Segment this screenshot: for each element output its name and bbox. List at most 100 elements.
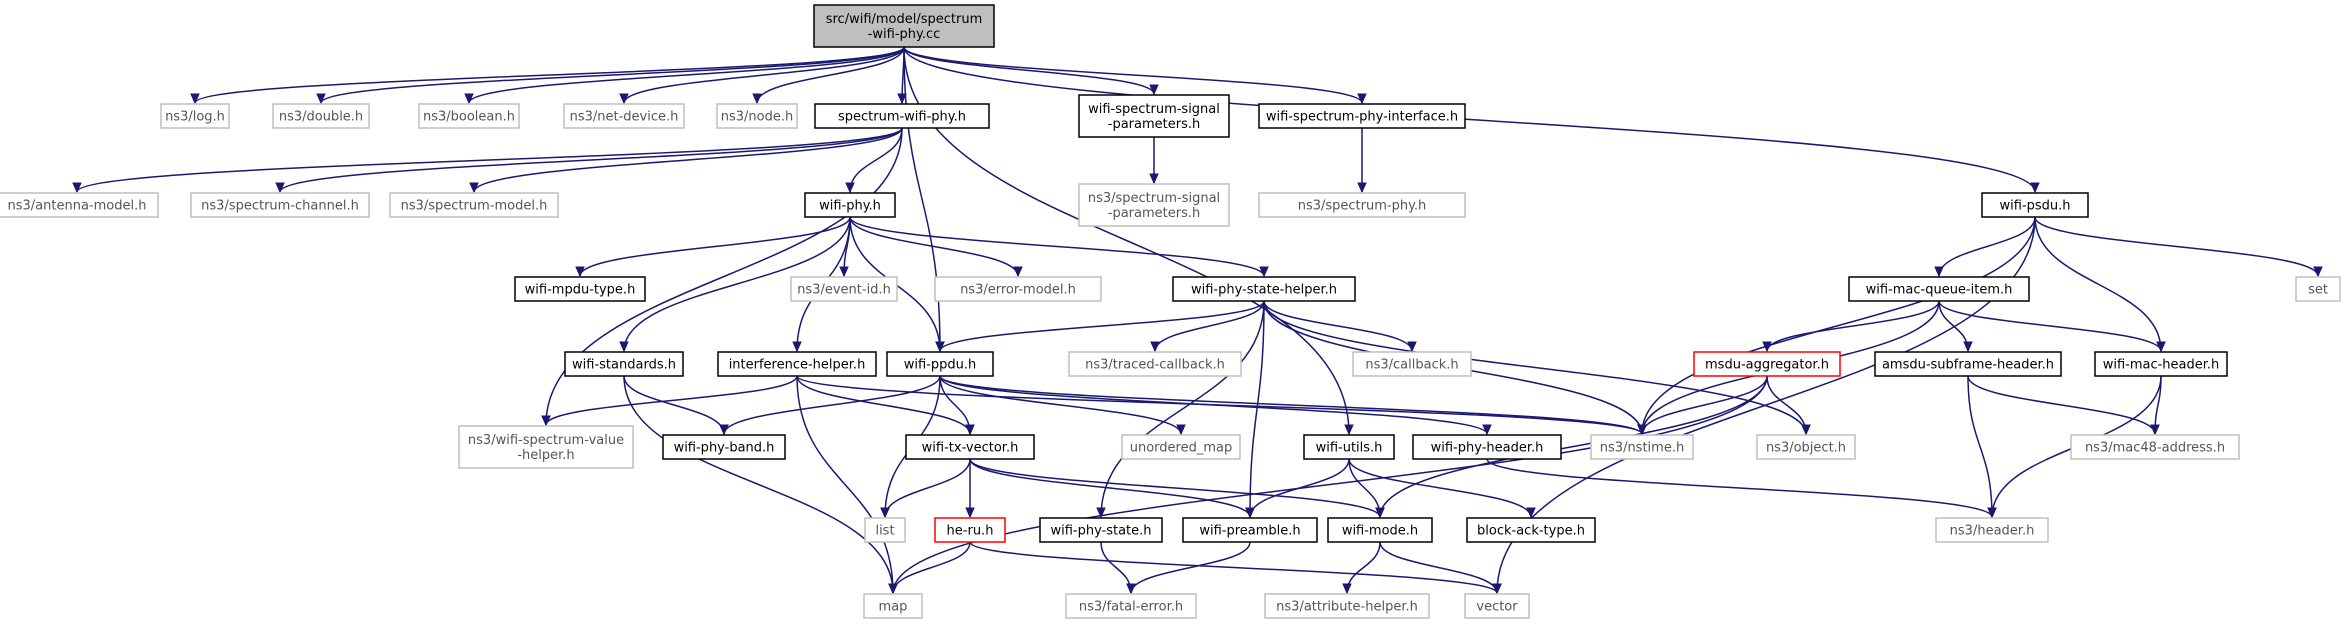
- arrowhead-root-to-swphy: [897, 93, 907, 105]
- edge-mqi-to-macheader: [1938, 300, 2162, 352]
- node-nsheader: ns3/header.h: [1935, 517, 2049, 543]
- node-label-double-0: ns3/double.h: [279, 110, 363, 125]
- node-label-txvec-0: wifi-tx-vector.h: [922, 441, 1019, 456]
- edge-wifiphy-to-statehelper: [849, 216, 1265, 277]
- node-standards[interactable]: wifi-standards.h: [564, 351, 684, 377]
- node-statehelper[interactable]: wifi-phy-state-helper.h: [1172, 276, 1356, 302]
- edge-swphy-to-antenna: [76, 127, 903, 193]
- node-specphy: ns3/spectrum-phy.h: [1258, 192, 1466, 218]
- node-nstime: ns3/nstime.h: [1590, 434, 1694, 460]
- edge-mqi-to-amsdu: [1938, 300, 1969, 352]
- arrowhead-root-to-double: [316, 93, 326, 105]
- node-macheader[interactable]: wifi-mac-header.h: [2094, 351, 2228, 377]
- node-label-interf-0: interference-helper.h: [729, 358, 866, 373]
- node-box-heru: [934, 517, 1006, 543]
- arrowhead-msdu-to-object: [1801, 424, 1811, 436]
- node-box-nsheader: [1935, 517, 2049, 543]
- node-mpdutype[interactable]: wifi-mpdu-type.h: [514, 276, 646, 302]
- node-fatal: ns3/fatal-error.h: [1065, 593, 1197, 619]
- node-phystate[interactable]: wifi-phy-state.h: [1039, 517, 1163, 543]
- node-label-set-0: set: [2308, 283, 2328, 298]
- node-list: list: [864, 517, 906, 543]
- node-box-object: [1756, 434, 1856, 460]
- node-label-list-0: list: [875, 524, 894, 539]
- edge-root-to-psdu: [903, 46, 2036, 193]
- node-box-blockack: [1466, 517, 1596, 543]
- node-umap: unordered_map: [1121, 434, 1241, 460]
- node-txvec[interactable]: wifi-tx-vector.h: [905, 434, 1035, 460]
- node-log: ns3/log.h: [160, 103, 230, 129]
- node-label-map-0: map: [879, 600, 908, 615]
- arrowhead-wspi-to-specphy: [1357, 182, 1367, 194]
- edge-msdu-to-mode: [1379, 375, 1768, 518]
- node-msdu[interactable]: msdu-aggregator.h: [1693, 351, 1841, 377]
- node-mode[interactable]: wifi-mode.h: [1327, 517, 1433, 543]
- arrowhead-utils-to-blockack: [1526, 507, 1536, 519]
- node-heru[interactable]: he-ru.h: [934, 517, 1006, 543]
- edge-wifiphy-to-errmodel: [849, 216, 1019, 277]
- node-double: ns3/double.h: [272, 103, 370, 129]
- node-label-wspi-0: wifi-spectrum-phy-interface.h: [1266, 110, 1458, 125]
- node-box-preamble: [1182, 517, 1318, 543]
- arrowhead-wifiphy-to-standards: [619, 341, 629, 353]
- node-label-nsheader-0: ns3/header.h: [1950, 524, 2035, 539]
- node-swphy[interactable]: spectrum-wifi-phy.h: [814, 103, 990, 129]
- node-box-specphy: [1258, 192, 1466, 218]
- node-box-specmodel: [389, 192, 559, 218]
- node-band[interactable]: wifi-phy-band.h: [662, 434, 786, 460]
- node-label-specchan-0: ns3/spectrum-channel.h: [201, 199, 359, 214]
- edge-interf-to-wsvh: [545, 375, 798, 426]
- node-label-mode-0: wifi-mode.h: [1342, 524, 1418, 539]
- arrowhead-root-to-log: [190, 93, 200, 105]
- arrowhead-preamble-to-fatal: [1126, 583, 1136, 595]
- edge-utils-to-preamble: [1249, 458, 1350, 518]
- edge-msdu-to-nstime: [1641, 375, 1768, 435]
- node-box-log: [160, 103, 230, 129]
- node-label-eventid-0: ns3/event-id.h: [797, 283, 891, 298]
- arrowhead-txvec-to-list: [880, 507, 890, 519]
- node-root[interactable]: src/wifi/model/spectrum-wifi-phy.cc: [813, 4, 995, 48]
- node-box-macheader: [2094, 351, 2228, 377]
- node-label-statehelper-0: wifi-phy-state-helper.h: [1191, 283, 1337, 298]
- node-preamble[interactable]: wifi-preamble.h: [1182, 517, 1318, 543]
- node-interf[interactable]: interference-helper.h: [717, 351, 877, 377]
- edge-root-to-wssp: [903, 46, 1155, 95]
- arrowhead-root-to-node: [752, 93, 762, 105]
- node-mqi[interactable]: wifi-mac-queue-item.h: [1848, 276, 2030, 302]
- node-label-standards-0: wifi-standards.h: [572, 358, 676, 373]
- node-label-mqi-0: wifi-mac-queue-item.h: [1866, 283, 2013, 298]
- arrowhead-mqi-to-macheader: [2156, 341, 2166, 353]
- node-label-wssp-1: -parameters.h: [1108, 117, 1200, 132]
- node-utils[interactable]: wifi-utils.h: [1303, 434, 1395, 460]
- node-label-nsssp-0: ns3/spectrum-signal: [1088, 191, 1220, 206]
- arrowhead-root-to-boolean: [464, 93, 474, 105]
- edge-utils-to-blockack: [1348, 458, 1532, 518]
- node-box-wsvh: [458, 425, 634, 469]
- node-eventid: ns3/event-id.h: [790, 276, 898, 302]
- node-box-psdu: [1981, 192, 2089, 218]
- node-wifiphy[interactable]: wifi-phy.h: [804, 192, 896, 218]
- arrowhead-swphy-to-specchan: [275, 182, 285, 194]
- edge-statehelper-to-callback: [1263, 300, 1413, 352]
- node-wssp[interactable]: wifi-spectrum-signal-parameters.h: [1078, 94, 1230, 138]
- node-blockack[interactable]: block-ack-type.h: [1466, 517, 1596, 543]
- edge-txvec-to-preamble: [969, 458, 1251, 518]
- node-wspi[interactable]: wifi-spectrum-phy-interface.h: [1258, 103, 1466, 129]
- node-box-double: [272, 103, 370, 129]
- edge-root-to-wspi: [903, 46, 1363, 104]
- edge-statehelper-to-ppdu: [939, 300, 1265, 352]
- arrowhead-ppdu-to-nstime: [1637, 424, 1647, 436]
- node-nsssp: ns3/spectrum-signal-parameters.h: [1078, 183, 1230, 227]
- node-label-heru-0: he-ru.h: [947, 524, 994, 539]
- node-psdu[interactable]: wifi-psdu.h: [1981, 192, 2089, 218]
- node-label-object-0: ns3/object.h: [1766, 441, 1846, 456]
- edge-root-to-node: [756, 46, 905, 104]
- node-amsdu[interactable]: amsdu-subframe-header.h: [1874, 351, 2062, 377]
- node-box-antenna: [0, 192, 159, 218]
- node-box-wspi: [1258, 103, 1466, 129]
- node-label-macheader-0: wifi-mac-header.h: [2103, 358, 2220, 373]
- node-box-root: [813, 4, 995, 48]
- node-ppdu[interactable]: wifi-ppdu.h: [886, 351, 994, 377]
- arrowhead-wifiphy-to-errmodel: [1013, 266, 1023, 278]
- node-phyheader[interactable]: wifi-phy-header.h: [1412, 434, 1562, 460]
